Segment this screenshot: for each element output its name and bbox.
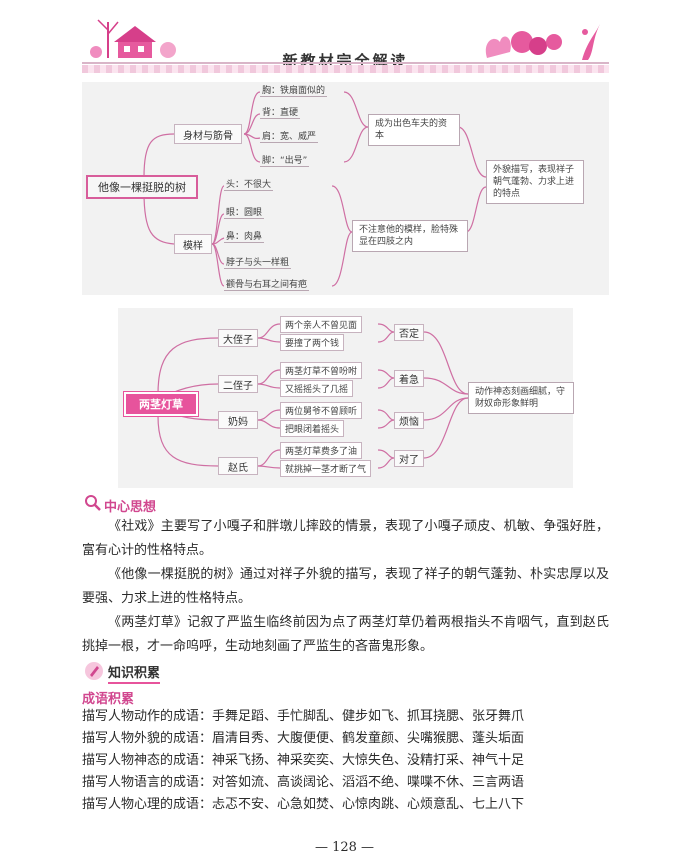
leaf2-1-1: 又摇摇头了几摇 <box>280 380 353 397</box>
leaf-back: 背：直硬 <box>260 105 300 119</box>
branch-appearance: 模样 <box>174 234 212 254</box>
mindmap-tree: 他像一棵挺脱的树 身材与筋骨 模样 胸：铁扇面似的 背：直硬 肩：宽、威严 脚：… <box>82 82 609 295</box>
mindmap-lampwick: 两茎灯草 大侄子 二侄子 奶妈 赵氏 两个亲人不曾见面 要撞了两个钱 两茎灯草不… <box>118 308 573 488</box>
verdict-0: 否定 <box>394 324 424 341</box>
verdict-3: 对了 <box>394 450 424 467</box>
central-idea-para-1: 《社戏》主要写了小嘎子和胖墩儿摔跤的情景，表现了小嘎子顽皮、机敏、争强好胜，富有… <box>82 515 609 563</box>
pen-icon <box>84 661 104 681</box>
branch-zhao: 赵氏 <box>218 457 258 475</box>
header-stripe <box>82 65 609 73</box>
leaf2-2-1: 把眼闭着摇头 <box>280 420 344 437</box>
leaf-scar: 颧骨与右耳之间有疤 <box>224 277 309 291</box>
idiom-line-5: 描写人物心理的成语：忐忑不安、心急如焚、心惊肉跳、心烦意乱、七上八下 <box>82 794 609 816</box>
knowledge-banner: 知识积累 <box>84 660 194 682</box>
leaf-neck: 脖子与头一样粗 <box>224 255 291 269</box>
branch-nephew2: 二侄子 <box>218 375 258 393</box>
page-number: — 128 — <box>0 840 689 855</box>
idiom-line-1: 描写人物动作的成语：手舞足蹈、手忙脚乱、健步如飞、抓耳挠腮、张牙舞爪 <box>82 706 609 728</box>
central-idea-title: 中心思想 <box>104 496 156 515</box>
branch-body: 身材与筋骨 <box>174 124 242 144</box>
header-divider <box>82 62 609 64</box>
idiom-line-4: 描写人物语言的成语：对答如流、高谈阔论、滔滔不绝、喋喋不休、三言两语 <box>82 772 609 794</box>
verdict-1: 着急 <box>394 370 424 387</box>
leaf2-0-1: 要撞了两个钱 <box>280 334 344 351</box>
idioms-subtitle: 成语积累 <box>82 688 134 707</box>
leaf2-3-1: 就挑掉一茎才断了气 <box>280 460 371 477</box>
leaf-nose: 鼻：肉鼻 <box>224 229 264 243</box>
leaf2-1-0: 两茎灯草不曾吩咐 <box>280 362 362 379</box>
central-idea-para-3: 《两茎灯草》记叙了严监生临终前因为点了两茎灯草仍着两根指头不肯咽气，直到赵氏挑掉… <box>82 611 609 659</box>
idiom-line-3: 描写人物神态的成语：神采飞扬、神采奕奕、大惊失色、没精打采、神气十足 <box>82 750 609 772</box>
verdict-2: 烦恼 <box>394 412 424 429</box>
mindmap2-summary: 动作神态刻画细腻，守财奴命形象鲜明 <box>468 382 574 414</box>
note-asset: 成为出色车夫的资本 <box>368 114 460 146</box>
leaf-eyes: 眼：圆眼 <box>224 205 264 219</box>
note-look: 不注意他的模样，脸特殊显在四肢之内 <box>352 220 468 252</box>
idiom-line-2: 描写人物外貌的成语：眉清目秀、大腹便便、鹤发童颜、尖嘴猴腮、蓬头垢面 <box>82 728 609 750</box>
leaf-shoulder: 肩：宽、威严 <box>260 129 318 143</box>
leaf-feet: 脚：“出号” <box>260 153 309 167</box>
branch-nephew1: 大侄子 <box>218 329 258 347</box>
leaf2-0-0: 两个亲人不曾见面 <box>280 316 362 333</box>
mindmap-center: 他像一棵挺脱的树 <box>86 175 198 199</box>
magnifier-icon <box>84 494 102 512</box>
knowledge-banner-label: 知识积累 <box>108 662 160 684</box>
mindmap2-center: 两茎灯草 <box>124 392 198 416</box>
branch-nanny: 奶妈 <box>218 411 258 429</box>
leaf-chest: 胸：铁扇面似的 <box>260 83 327 97</box>
note-summary: 外貌描写，表现祥子朝气蓬勃、力求上进的特点 <box>486 160 584 204</box>
leaf2-3-0: 两茎灯草费多了油 <box>280 442 362 459</box>
leaf-head: 头：不很大 <box>224 177 273 191</box>
central-idea-para-2: 《他像一棵挺脱的树》通过对祥子外貌的描写，表现了祥子的朝气蓬勃、朴实忠厚以及要强… <box>82 563 609 611</box>
leaf2-2-0: 两位舅爷不曾顾听 <box>280 402 362 419</box>
